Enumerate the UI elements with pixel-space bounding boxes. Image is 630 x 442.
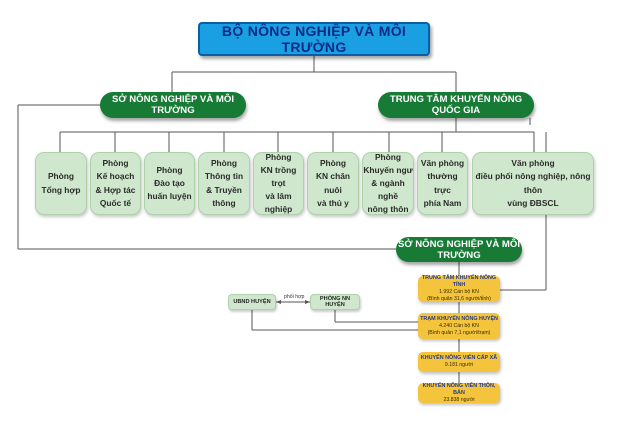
dept-line: Kế hoạch [96, 171, 135, 182]
chain-note: (Bình quân 7,1 người/trạm) [427, 329, 491, 336]
coordination-label: phối hợp [284, 294, 305, 300]
dept-line: & Hợp tác [95, 184, 136, 195]
lower-provincial-department-box: SỞ NÔNG NGHIỆP VÀ MÔI TRƯỜNG [396, 237, 522, 262]
chain-name: KHUYẾN NÔNG VIÊN CẤP XÃ [420, 355, 498, 362]
chain-village-staff: KHUYẾN NÔNG VIÊN THÔN, BẢN 23.838 người [418, 383, 500, 403]
chain-count: 1.992 Cán bộ KN [439, 289, 479, 296]
dept-chan-nuoi: Phòng KN chăn nuôi và thủ y [307, 152, 359, 215]
dept-line: Văn phòng [511, 158, 555, 169]
dept-line: thường trực [427, 171, 458, 195]
dept-line: & ngành nghề [371, 178, 405, 202]
chain-count: 9.181 người [444, 362, 474, 369]
dept-line: Phòng [374, 151, 402, 162]
provincial-department-label: SỞ NÔNG NGHIỆP VÀ MÔI TRƯỜNG [111, 94, 235, 116]
chain-district-station: TRẠM KHUYẾN NÔNG HUYỆN 4.240 Cán bộ KN (… [418, 313, 500, 339]
dept-tong-hop: Phòng Tổng hợp [35, 152, 87, 215]
provincial-department-box: SỞ NÔNG NGHIỆP VÀ MÔI TRƯỜNG [100, 92, 246, 118]
dept-line: Phòng [265, 151, 292, 162]
chain-name: TRẠM KHUYẾN NÔNG HUYỆN [420, 315, 498, 322]
chain-count: 23.838 người [443, 396, 475, 403]
dept-trong-trot: Phòng KN trồng trọt và lâm nghiệp [253, 152, 304, 215]
dept-line: & Truyền thông [206, 184, 242, 208]
ministry-title: BỘ NÔNG NGHIỆP VÀ MÔI TRƯỜNG [221, 23, 407, 55]
ubnd-huyen-box: UBND HUYỆN [228, 294, 276, 310]
ubnd-huyen-label: UBND HUYỆN [233, 299, 271, 305]
office-dbscl: Văn phòng điều phối nông nghiệp, nông th… [472, 152, 594, 215]
dept-line: Đào tạo [154, 177, 185, 188]
office-south: Văn phòng thường trực phía Nam [417, 152, 468, 215]
chain-note: (Bình quân 31,6 người/tỉnh) [427, 296, 491, 303]
chain-name: KHUYẾN NÔNG VIÊN THÔN, BẢN [422, 382, 496, 396]
chain-provincial-center: TRUNG TÂM KHUYẾN NÔNG TỈNH 1.992 Cán bộ … [418, 275, 500, 303]
dept-line: Quốc tế [99, 197, 132, 208]
dept-line: Phòng [47, 171, 75, 182]
dept-line: và lâm nghiệp [264, 191, 293, 215]
dept-line: huấn luyện [147, 191, 192, 201]
national-extension-center-box: TRUNG TÂM KHUYẾN NÔNG QUỐC GIA [378, 92, 534, 118]
national-extension-center-label: TRUNG TÂM KHUYẾN NÔNG QUỐC GIA [389, 94, 523, 116]
dept-line: Phòng [319, 158, 347, 169]
dept-line: Phòng [156, 164, 183, 175]
chain-name: TRUNG TÂM KHUYẾN NÔNG TỈNH [421, 275, 497, 289]
dept-line: nông thôn [367, 204, 409, 215]
lower-provincial-department-label: SỞ NÔNG NGHIỆP VÀ MÔI TRƯỜNG [397, 238, 521, 261]
ministry-box: BỘ NÔNG NGHIỆP VÀ MÔI TRƯỜNG [198, 22, 430, 56]
dept-line: Phòng [210, 158, 238, 169]
dept-line: và thủ y [317, 197, 349, 208]
dept-line: Văn phòng [420, 158, 465, 169]
dept-line: Phòng [102, 158, 129, 169]
dept-line: Thông tin [204, 171, 244, 182]
dept-line: phía Nam [423, 197, 462, 208]
dept-line: điều phối nông nghiệp, nông thôn [475, 171, 591, 195]
dept-line: KN trồng trọt [260, 164, 297, 188]
phong-nn-huyen-box: PHÒNG NN HUYỆN [310, 294, 360, 310]
dept-line: Tổng hợp [41, 184, 81, 195]
dept-line: KN chăn nuôi [316, 171, 350, 195]
phong-nn-huyen-label: PHÒNG NN HUYỆN [319, 296, 351, 308]
dept-dao-tao: Phòng Đào tạo huấn luyện [144, 152, 195, 215]
chain-count: 4.240 Cán bộ KN [439, 322, 479, 329]
dept-thong-tin: Phòng Thông tin & Truyền thông [198, 152, 250, 215]
dept-khuyen-ngu: Phòng Khuyến ngư & ngành nghề nông thôn [362, 152, 414, 215]
dept-line: Khuyến ngư [363, 164, 413, 175]
dept-line: vùng ĐBSCL [507, 197, 559, 208]
dept-ke-hoach: Phòng Kế hoạch & Hợp tác Quốc tế [90, 152, 141, 215]
chain-commune-staff: KHUYẾN NÔNG VIÊN CẤP XÃ 9.181 người [418, 352, 500, 372]
